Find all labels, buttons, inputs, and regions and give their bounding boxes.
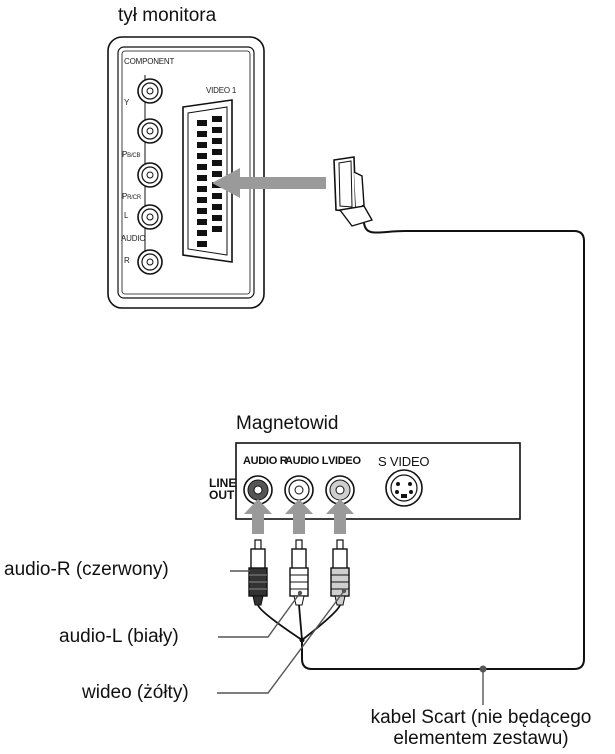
jack-l-label: L: [124, 211, 129, 220]
vcr-title: Magnetowid: [236, 413, 339, 434]
rca-arrows: [244, 499, 354, 534]
rca-cables: [257, 604, 341, 641]
jack-pr-label: PR/CR: [122, 192, 142, 201]
leader-dot-scart: [479, 665, 487, 673]
jack-pb-label: PB/CB: [122, 150, 141, 159]
audio-l-port-label: AUDIO L: [285, 455, 329, 467]
component-label: COMPONENT: [124, 57, 175, 66]
vcr-rear-panel: [235, 442, 521, 520]
jack-r-label: R: [124, 256, 130, 265]
rca-plug-white-icon: [289, 539, 309, 606]
line-out-line2: OUT: [209, 488, 235, 502]
line-out-label: LINE OUT: [209, 477, 236, 501]
callout-scart-line1: kabel Scart (nie będącego: [370, 707, 592, 728]
leader-dot-video: [341, 588, 347, 594]
jack-y-label: Y: [124, 98, 130, 107]
callout-video: wideo (żółty): [82, 682, 189, 703]
video-port-label: VIDEO: [328, 455, 361, 467]
jack-pr-connector: [137, 162, 163, 188]
callout-audio-l: audio-L (biały): [59, 626, 179, 647]
callout-audio-r: audio-R (czerwony): [4, 559, 169, 580]
jack-pb-connector: [137, 118, 163, 144]
scart-arrow: [212, 168, 326, 198]
scart-socket: [182, 99, 233, 263]
component-jacks: [137, 78, 163, 275]
audio-r-jack: [243, 475, 273, 505]
scart-cable: [301, 222, 585, 670]
leader-dot-audio-l: [297, 590, 303, 596]
callout-scart: kabel Scart (nie będącego elementem zest…: [350, 707, 612, 749]
jack-y-connector: [137, 78, 163, 104]
line-out-line1: LINE: [209, 476, 237, 490]
video-jack: [325, 475, 355, 505]
jack-r-connector: [137, 249, 163, 275]
video1-label: VIDEO 1: [206, 86, 237, 95]
cable-junction: [299, 637, 305, 643]
s-video-port-label: S VIDEO: [378, 454, 430, 469]
s-video-jack: [385, 469, 423, 507]
jack-l-connector: [137, 204, 163, 230]
scart-plug-icon: [333, 156, 374, 227]
monitor-title: tył monitora: [118, 5, 217, 26]
callout-leaders: [217, 570, 484, 705]
rca-plug-red-icon: [248, 539, 268, 606]
audio-label: AUDIO: [121, 234, 146, 243]
audio-r-port-label: AUDIO R: [243, 455, 288, 467]
callout-scart-line2: elementem zestawu): [393, 728, 569, 749]
